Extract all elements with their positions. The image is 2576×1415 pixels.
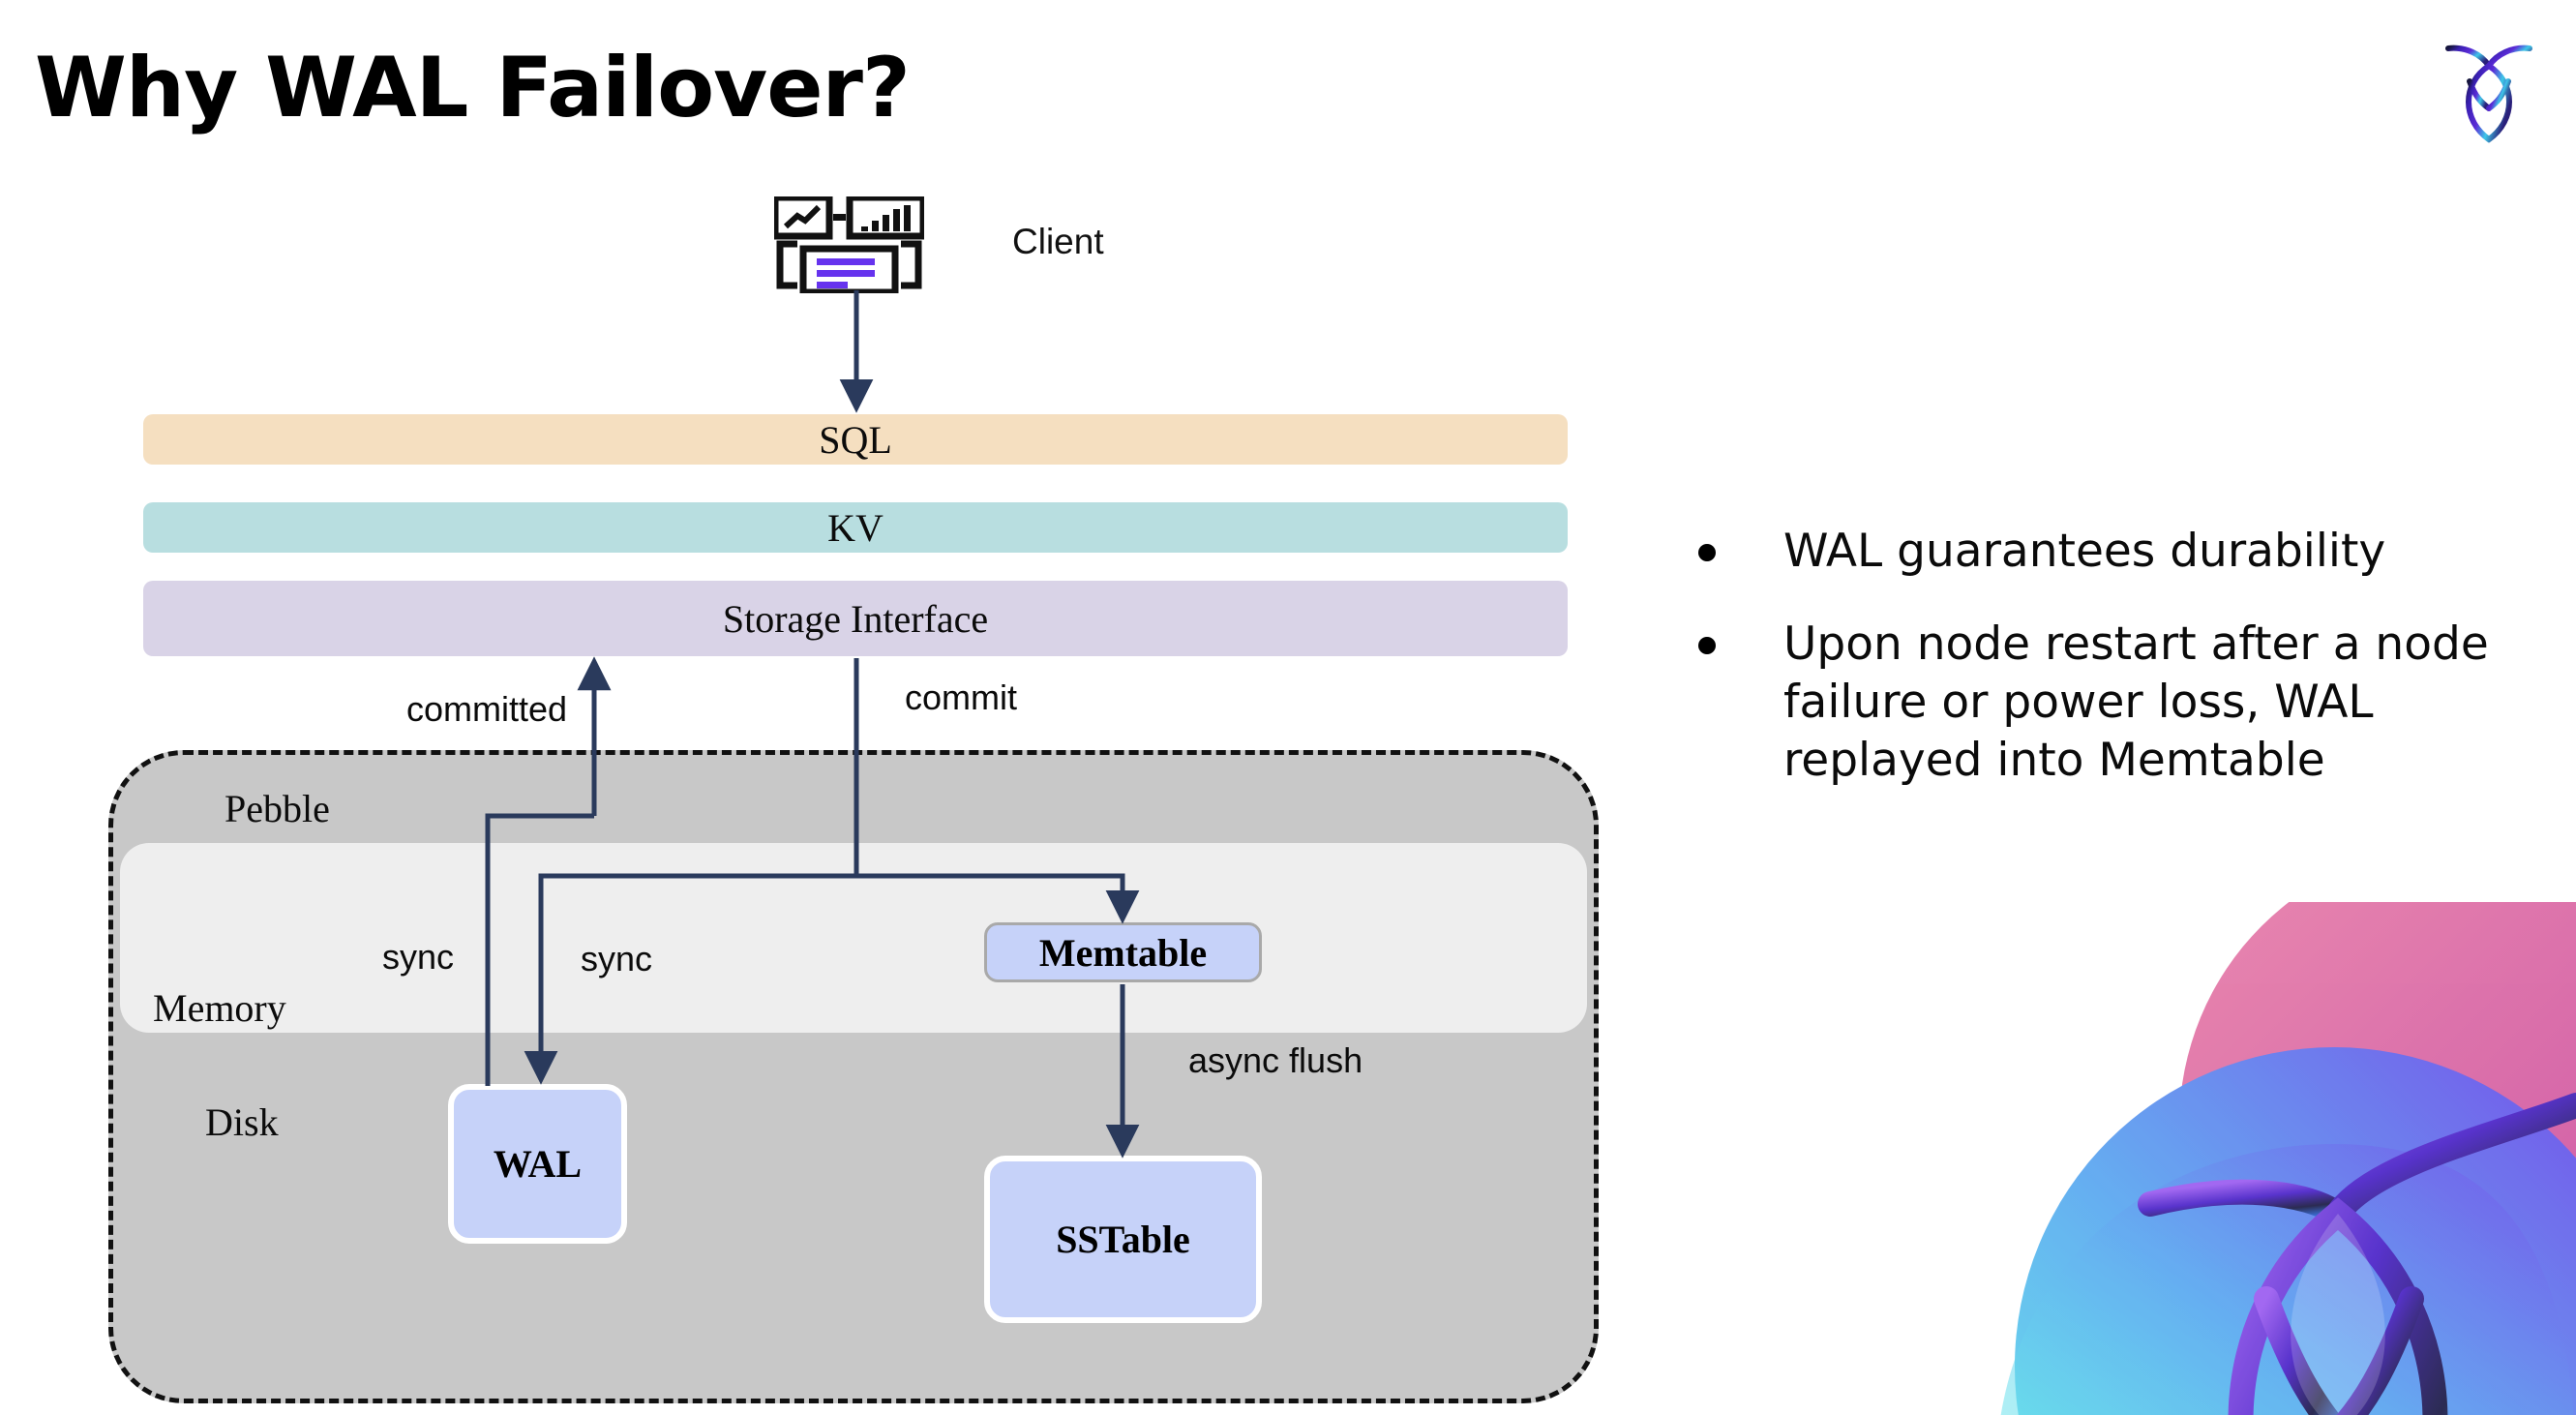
- flow-label-sync-2: sync: [581, 939, 653, 978]
- memory-region: [120, 843, 1587, 1033]
- layer-label-kv: KV: [827, 505, 884, 550]
- memtable-label: Memtable: [1038, 930, 1208, 975]
- bullet-list: WAL guarantees durability Upon node rest…: [1698, 523, 2501, 826]
- pebble-label: Pebble: [225, 787, 330, 830]
- wal-box: WAL: [448, 1084, 627, 1244]
- bullet-dot-icon: [1698, 544, 1716, 561]
- memtable-box: Memtable: [984, 922, 1262, 982]
- layer-bar-kv: KV: [143, 502, 1568, 553]
- client-label: Client: [1012, 222, 1104, 261]
- layer-label-sql: SQL: [819, 417, 892, 462]
- sstable-box: SSTable: [984, 1156, 1262, 1323]
- page-title: Why WAL Failover?: [35, 40, 911, 136]
- cockroach-watermark-icon: [1918, 902, 2576, 1415]
- list-item: Upon node restart after a node failure o…: [1698, 616, 2501, 790]
- flow-label-commit: commit: [905, 677, 1017, 717]
- sstable-label: SSTable: [1056, 1218, 1190, 1261]
- list-item: WAL guarantees durability: [1698, 523, 2501, 581]
- cockroach-logo-icon: [2437, 27, 2541, 151]
- bullet-text: Upon node restart after a node failure o…: [1783, 617, 2489, 788]
- flow-label-sync-1: sync: [382, 937, 455, 977]
- bullet-text: WAL guarantees durability: [1783, 525, 2386, 578]
- client-dashboard-icon: [771, 194, 927, 296]
- layer-bar-sql: SQL: [143, 414, 1568, 465]
- flow-label-committed: committed: [406, 689, 568, 729]
- bullet-dot-icon: [1698, 637, 1716, 655]
- layer-label-storage-interface: Storage Interface: [722, 596, 989, 641]
- layer-bar-storage-interface: Storage Interface: [143, 581, 1568, 656]
- flow-label-async-flush: async flush: [1188, 1040, 1363, 1080]
- disk-label: Disk: [205, 1100, 279, 1144]
- memory-label: Memory: [153, 986, 286, 1030]
- wal-label: WAL: [493, 1142, 583, 1186]
